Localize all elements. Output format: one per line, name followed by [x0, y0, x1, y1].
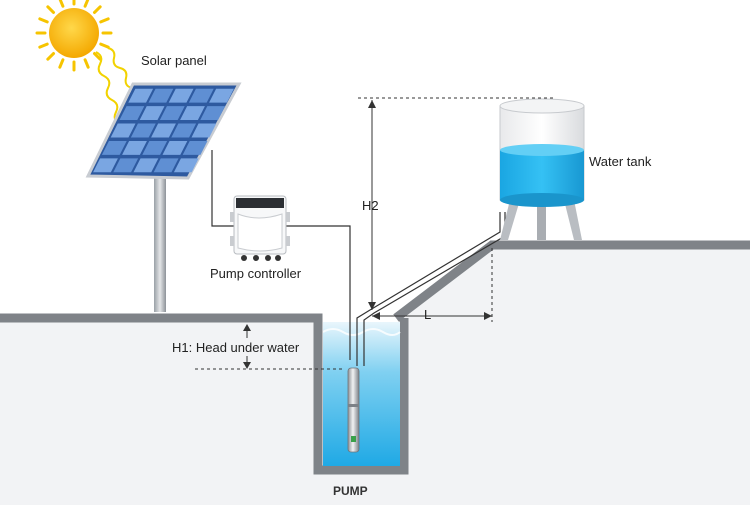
- h1-label: H1: Head under water: [172, 340, 300, 355]
- controller-box-icon: [230, 195, 290, 261]
- well-water: [323, 322, 400, 466]
- panel-cell: [191, 123, 217, 138]
- panel-cell: [153, 158, 179, 173]
- panel-cell: [200, 106, 226, 121]
- ground-surface-left: [0, 313, 409, 475]
- pump-controller-label: Pump controller: [210, 266, 302, 281]
- cables: [211, 150, 351, 360]
- h2-dimension: [358, 97, 556, 310]
- panel-cell: [101, 140, 127, 155]
- h1-dimension: [195, 324, 345, 370]
- water-surface: [322, 328, 401, 336]
- panel-cell: [162, 140, 188, 155]
- panel-cell: [180, 106, 205, 121]
- panel-cell: [128, 88, 154, 103]
- earth-fill: [0, 245, 750, 505]
- panel-cell: [151, 123, 176, 138]
- panel-cell: [119, 106, 145, 121]
- panel-cell: [93, 158, 118, 173]
- panel-cell: [130, 123, 156, 138]
- l-dimension: [372, 248, 493, 322]
- panel-cell: [168, 88, 194, 103]
- water-tank-icon: [499, 98, 585, 240]
- panel-cell: [142, 140, 168, 155]
- panel-to-controller-cable: [211, 150, 236, 227]
- panel-cell: [209, 88, 234, 103]
- panel-cell: [182, 140, 208, 155]
- panel-cell: [110, 123, 136, 138]
- panel-cell: [159, 106, 185, 121]
- panel-cell: [113, 158, 139, 173]
- solar-panel-icon: [85, 82, 242, 180]
- h2-label: H2: [362, 198, 379, 213]
- panel-cell: [122, 140, 147, 155]
- sun-icon: [35, 0, 113, 72]
- panel-cell: [188, 88, 214, 103]
- panel-cell: [133, 158, 159, 173]
- l-label: L: [424, 307, 432, 322]
- controller-to-pump-cable: [284, 225, 351, 360]
- ground: [0, 240, 750, 505]
- panel-cell: [171, 123, 197, 138]
- ground-slope: [393, 240, 750, 322]
- panel-cell: [139, 106, 165, 121]
- panel-pole: [154, 170, 166, 312]
- pump-label: PUMP: [333, 484, 368, 498]
- solar-panel-label: Solar panel: [141, 53, 207, 68]
- submersible-pump-icon: [347, 367, 360, 453]
- panel-cell: [173, 158, 199, 173]
- panel-cell: [148, 88, 174, 103]
- water-tank-label: Water tank: [589, 154, 652, 169]
